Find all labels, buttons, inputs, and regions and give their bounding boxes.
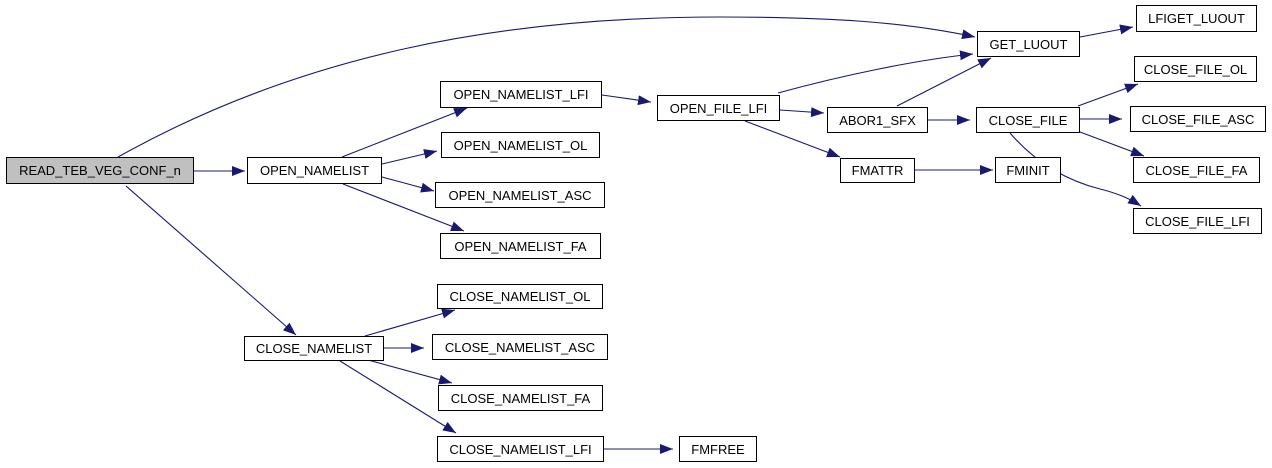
edge-open-file-lfi-to-fmattr [744,120,841,158]
edge-close-namelist-to-close-namelist-ol [364,308,456,337]
edge-close-file-to-close-file-fa [1079,131,1145,157]
edge-abor1-sfx-to-get-luout [896,57,992,107]
node-fmfree[interactable]: FMFREE [679,436,757,462]
node-get-luout[interactable]: GET_LUOUT [977,31,1080,57]
edge-close-file-to-close-file-ol [1077,83,1139,107]
edge-read-teb-veg-conf-n-to-close-namelist [125,185,297,336]
edge-close-file-to-close-file-lfi [1009,132,1142,207]
node-close-namelist-ol[interactable]: CLOSE_NAMELIST_OL [437,284,603,309]
node-fmattr[interactable]: FMATTR [840,158,915,183]
edge-open-namelist-lfi-to-open-file-lfi [601,94,652,106]
edge-open-namelist-to-open-namelist-fa [342,183,465,232]
node-abor1-sfx[interactable]: ABOR1_SFX [827,107,928,133]
node-open-namelist[interactable]: OPEN_NAMELIST [247,157,382,184]
node-read-teb-veg-conf-n: READ_TEB_VEG_CONF_n [6,157,194,184]
node-close-namelist-lfi[interactable]: CLOSE_NAMELIST_LFI [437,436,604,462]
node-close-file[interactable]: CLOSE_FILE [976,107,1080,133]
node-close-namelist-fa[interactable]: CLOSE_NAMELIST_FA [438,385,603,411]
edge-open-file-lfi-to-get-luout [777,50,974,94]
edge-open-namelist-to-open-namelist-ol [381,149,438,165]
node-open-namelist-ol[interactable]: OPEN_NAMELIST_OL [441,132,600,158]
edge-open-namelist-to-open-namelist-asc [381,176,435,193]
node-fminit[interactable]: FMINIT [995,157,1061,183]
node-lfiget-luout[interactable]: LFIGET_LUOUT [1136,5,1257,32]
edge-close-namelist-to-close-namelist-fa [367,359,453,385]
node-open-file-lfi[interactable]: OPEN_FILE_LFI [657,95,780,121]
node-close-file-fa[interactable]: CLOSE_FILE_FA [1133,157,1260,183]
edge-close-namelist-to-close-namelist-lfi [339,360,457,434]
edge-get-luout-to-lfiget-luout [1079,24,1134,38]
node-close-file-asc[interactable]: CLOSE_FILE_ASC [1130,106,1266,132]
node-close-namelist[interactable]: CLOSE_NAMELIST [244,336,384,361]
edge-read-teb-veg-conf-n-to-get-luout [117,16,976,158]
node-open-namelist-asc[interactable]: OPEN_NAMELIST_ASC [435,182,605,208]
edge-group [117,16,1145,454]
node-close-file-lfi[interactable]: CLOSE_FILE_LFI [1133,208,1262,234]
node-open-namelist-fa[interactable]: OPEN_NAMELIST_FA [440,233,601,259]
node-open-namelist-lfi[interactable]: OPEN_NAMELIST_LFI [440,81,602,108]
node-close-file-ol[interactable]: CLOSE_FILE_OL [1134,56,1257,82]
edge-open-file-lfi-to-abor1-sfx [779,107,825,118]
edge-open-namelist-to-open-namelist-lfi [341,107,468,158]
node-close-namelist-asc[interactable]: CLOSE_NAMELIST_ASC [432,334,608,360]
